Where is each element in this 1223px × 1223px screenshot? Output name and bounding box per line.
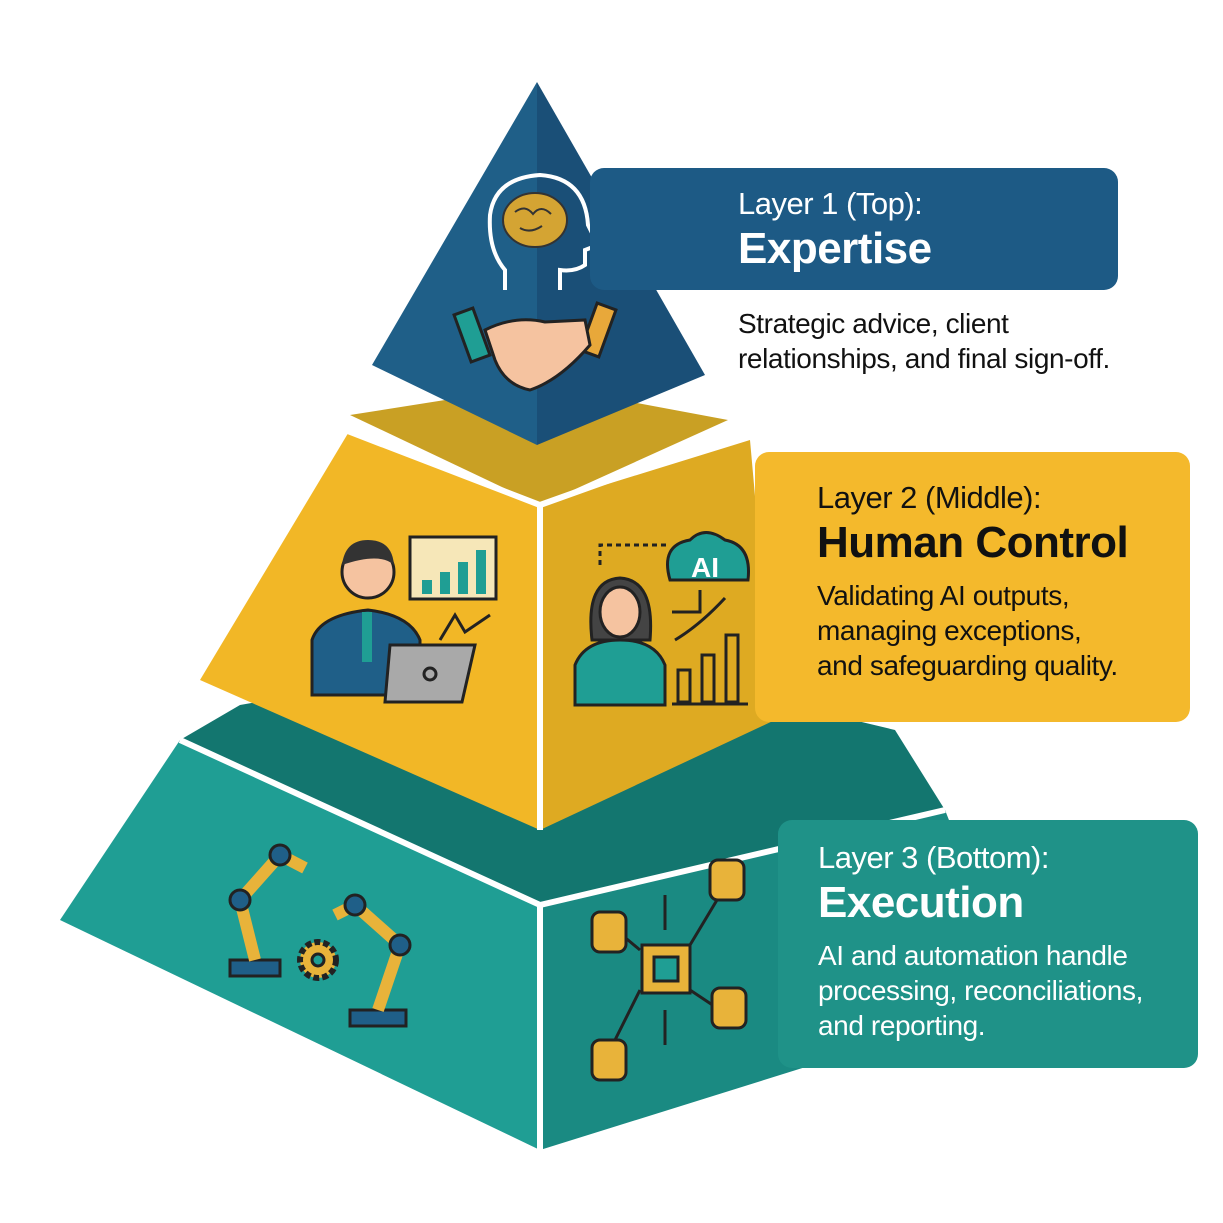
description-line: and reporting. xyxy=(818,1010,986,1041)
layer-1-title: Expertise xyxy=(738,224,932,273)
layer-3-box: Layer 3 (Bottom): Execution AI and autom… xyxy=(778,820,1198,1068)
layer-1-subtitle: Layer 1 (Top): xyxy=(738,186,923,221)
ai-badge: AI xyxy=(691,552,719,583)
woman-ai-cloud-icon: AI xyxy=(573,531,751,707)
layer-3-title: Execution xyxy=(818,878,1024,927)
layer-1-title-box: Layer 1 (Top): Expertise xyxy=(590,168,1118,290)
description-line: AI and automation handle xyxy=(818,940,1128,971)
description-line: Validating AI outputs, xyxy=(817,580,1070,611)
description-line: Strategic advice, client xyxy=(738,308,1009,339)
brain-head-icon xyxy=(487,172,601,290)
handshake-icon xyxy=(452,301,618,392)
layer-1-description: Strategic advice, client relationships, … xyxy=(738,306,1110,376)
robot-arms-gear-icon xyxy=(228,843,412,1028)
description-line: processing, reconciliations, xyxy=(818,975,1143,1006)
layer-2-title: Human Control xyxy=(817,518,1129,567)
businessman-laptop-chart-icon xyxy=(310,535,498,704)
description-line: and safeguarding quality. xyxy=(817,650,1118,681)
description-line: relationships, and final sign-off. xyxy=(738,343,1110,374)
layer-2-description: Validating AI outputs, managing exceptio… xyxy=(817,578,1190,683)
description-line: managing exceptions, xyxy=(817,615,1082,646)
layer-3-description: AI and automation handle processing, rec… xyxy=(818,938,1198,1043)
chip-database-network-icon xyxy=(590,858,748,1082)
layer-3-subtitle: Layer 3 (Bottom): xyxy=(818,840,1049,875)
layer-2-box: Layer 2 (Middle): Human Control Validati… xyxy=(755,452,1190,722)
layer-2-subtitle: Layer 2 (Middle): xyxy=(817,480,1042,515)
